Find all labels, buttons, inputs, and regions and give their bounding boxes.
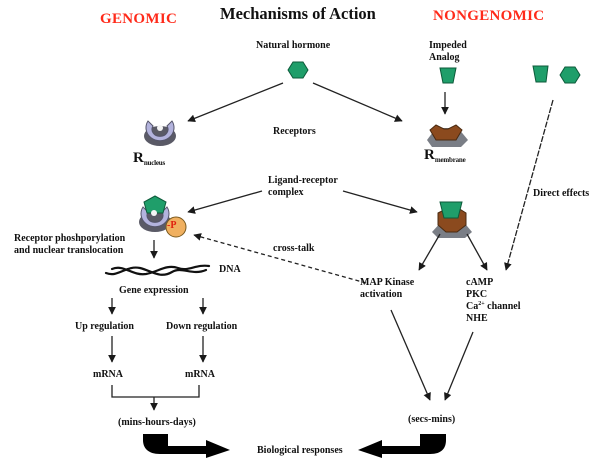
map-kinase-line1: MAP Kinase bbox=[360, 277, 415, 288]
r-nucleus-main: R bbox=[133, 150, 144, 166]
natural-hormone-hexagon-icon bbox=[287, 61, 309, 79]
ligand-receptor-complex-label: Ligand-receptor complex bbox=[268, 175, 338, 198]
biological-responses-label: Biological responses bbox=[257, 445, 343, 456]
ca-channel-label: Ca2+ channel bbox=[466, 301, 521, 313]
phosphate-label: -P bbox=[167, 220, 177, 231]
gene-expression-label: Gene expression bbox=[119, 285, 189, 296]
map-kinase-label: MAP Kinase activation bbox=[360, 277, 414, 300]
direct-hormone-hexagon-icon bbox=[559, 66, 581, 84]
impeded-analog-line2: Analog bbox=[429, 51, 460, 63]
arrow-hormone-to-membrane-receptor bbox=[312, 82, 403, 122]
ca-channel-prefix: Ca bbox=[466, 301, 479, 312]
r-membrane-main: R bbox=[424, 147, 435, 163]
phosphorylation-line2: and nuclear translocation bbox=[14, 244, 124, 256]
camp-label: cAMP bbox=[466, 277, 494, 288]
nuclear-complex-icon bbox=[139, 195, 171, 232]
arrow-complex-to-nuclear bbox=[187, 190, 263, 214]
arrow-to-camp bbox=[466, 233, 488, 271]
down-regulation-label: Down regulation bbox=[166, 321, 238, 332]
nongenomic-section-title: NONGENOMIC bbox=[433, 8, 545, 24]
mrna-merge-bracket bbox=[111, 385, 200, 398]
ligand-receptor-line2: complex bbox=[268, 186, 304, 198]
ligand-receptor-line1: Ligand-receptor bbox=[268, 175, 338, 186]
up-regulation-label: Up regulation bbox=[75, 321, 134, 332]
nuclear-receptor-icon bbox=[144, 120, 176, 146]
nongenomic-timescale-label: (secs-mins) bbox=[408, 414, 456, 425]
genomic-section-title: GENOMIC bbox=[100, 11, 178, 27]
r-nucleus-label: Rnucleus bbox=[133, 150, 165, 167]
arrow-cross-talk bbox=[193, 233, 367, 284]
direct-analog-trapezoid-icon bbox=[532, 65, 549, 83]
genomic-timescale-label: (mins-hours-days) bbox=[118, 417, 196, 428]
membrane-complex-icon bbox=[432, 201, 472, 238]
page-title: Mechanisms of Action bbox=[220, 4, 376, 23]
impeded-analog-line1: Impeded bbox=[429, 40, 467, 51]
nongenomic-response-arrow bbox=[358, 434, 446, 458]
ca-channel-sup: 2+ bbox=[478, 301, 485, 307]
cross-talk-label: cross-talk bbox=[273, 243, 315, 254]
r-membrane-label: Rmembrane bbox=[424, 147, 466, 164]
arrow-complex-to-membrane bbox=[342, 190, 418, 214]
dna-label: DNA bbox=[219, 264, 241, 275]
arrow-camp-to-timescale bbox=[444, 331, 474, 401]
nhe-label: NHE bbox=[466, 313, 488, 324]
ca-channel-suffix: channel bbox=[484, 301, 521, 312]
direct-effects-label: Direct effects bbox=[533, 188, 590, 199]
phosphate-circle-icon bbox=[165, 216, 187, 238]
natural-hormone-label: Natural hormone bbox=[256, 40, 331, 51]
impeded-analog-trapezoid-icon bbox=[439, 67, 457, 84]
arrow-map-kinase-to-timescale bbox=[390, 309, 431, 401]
membrane-receptor-icon bbox=[427, 124, 468, 147]
second-messengers-list: cAMP PKC Ca2+ channel NHE bbox=[466, 277, 521, 325]
map-kinase-line2: activation bbox=[360, 288, 403, 300]
dna-strand-icon bbox=[104, 264, 211, 276]
mrna-right-label: mRNA bbox=[185, 369, 215, 380]
arrow-to-map-kinase bbox=[418, 233, 441, 271]
receptors-label: Receptors bbox=[273, 126, 316, 137]
r-membrane-sub: membrane bbox=[434, 156, 466, 164]
arrow-hormone-to-nuclear-receptor bbox=[187, 82, 284, 123]
pkc-label: PKC bbox=[466, 289, 488, 300]
impeded-analog-label: Impeded Analog bbox=[429, 40, 467, 63]
genomic-response-arrow bbox=[143, 434, 230, 458]
phosphorylation-label: Receptor phoshporylation and nuclear tra… bbox=[14, 233, 125, 256]
phosphorylation-line1: Receptor phoshporylation bbox=[14, 233, 126, 244]
mrna-left-label: mRNA bbox=[93, 369, 123, 380]
r-nucleus-sub: nucleus bbox=[143, 159, 166, 167]
arrow-direct-effects bbox=[504, 99, 554, 271]
